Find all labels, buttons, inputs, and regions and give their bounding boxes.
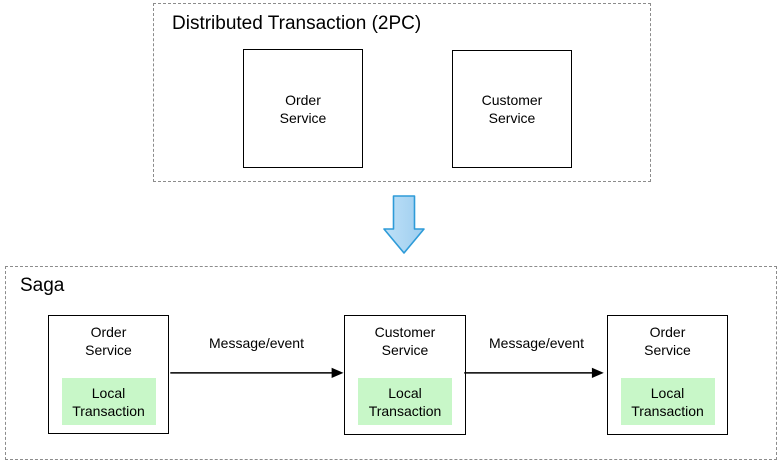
saga-order-service-label-1: Order Service xyxy=(85,324,132,358)
saga-order-service-box-2: Order Service Local Transaction xyxy=(607,315,728,435)
saga-section-title: Saga xyxy=(20,275,65,296)
saga-customer-service-label: Customer Service xyxy=(374,324,436,358)
message-event-arrow-1 xyxy=(170,367,344,379)
saga-customer-service-box: Customer Service Local Transaction xyxy=(344,315,466,435)
saga-order-service-label-2: Order Service xyxy=(644,324,691,358)
local-transaction-label-1: Local Transaction xyxy=(72,384,145,419)
2pc-customer-service-label: Customer Service xyxy=(481,92,543,126)
local-transaction-label-3: Local Transaction xyxy=(631,384,704,419)
message-event-label-2: Message/event xyxy=(489,335,584,351)
local-transaction-badge-2: Local Transaction xyxy=(358,378,452,425)
local-transaction-badge-3: Local Transaction xyxy=(620,378,715,425)
local-transaction-badge-1: Local Transaction xyxy=(61,378,156,425)
local-transaction-label-2: Local Transaction xyxy=(368,384,442,419)
2pc-customer-service-box: Customer Service xyxy=(452,50,572,168)
message-event-arrow-2 xyxy=(464,367,604,379)
2pc-order-service-label: Order Service xyxy=(279,91,327,126)
saga-section: Saga Order Service Local Transaction Cus… xyxy=(5,266,777,460)
2pc-section: Distributed Transaction (2PC) Order Serv… xyxy=(153,3,651,182)
2pc-section-title: Distributed Transaction (2PC) xyxy=(172,13,422,34)
message-event-label-1: Message/event xyxy=(209,335,304,351)
down-arrow-icon xyxy=(383,195,425,254)
2pc-order-service-box: Order Service xyxy=(243,49,363,168)
saga-order-service-box-1: Order Service Local Transaction xyxy=(48,315,169,434)
